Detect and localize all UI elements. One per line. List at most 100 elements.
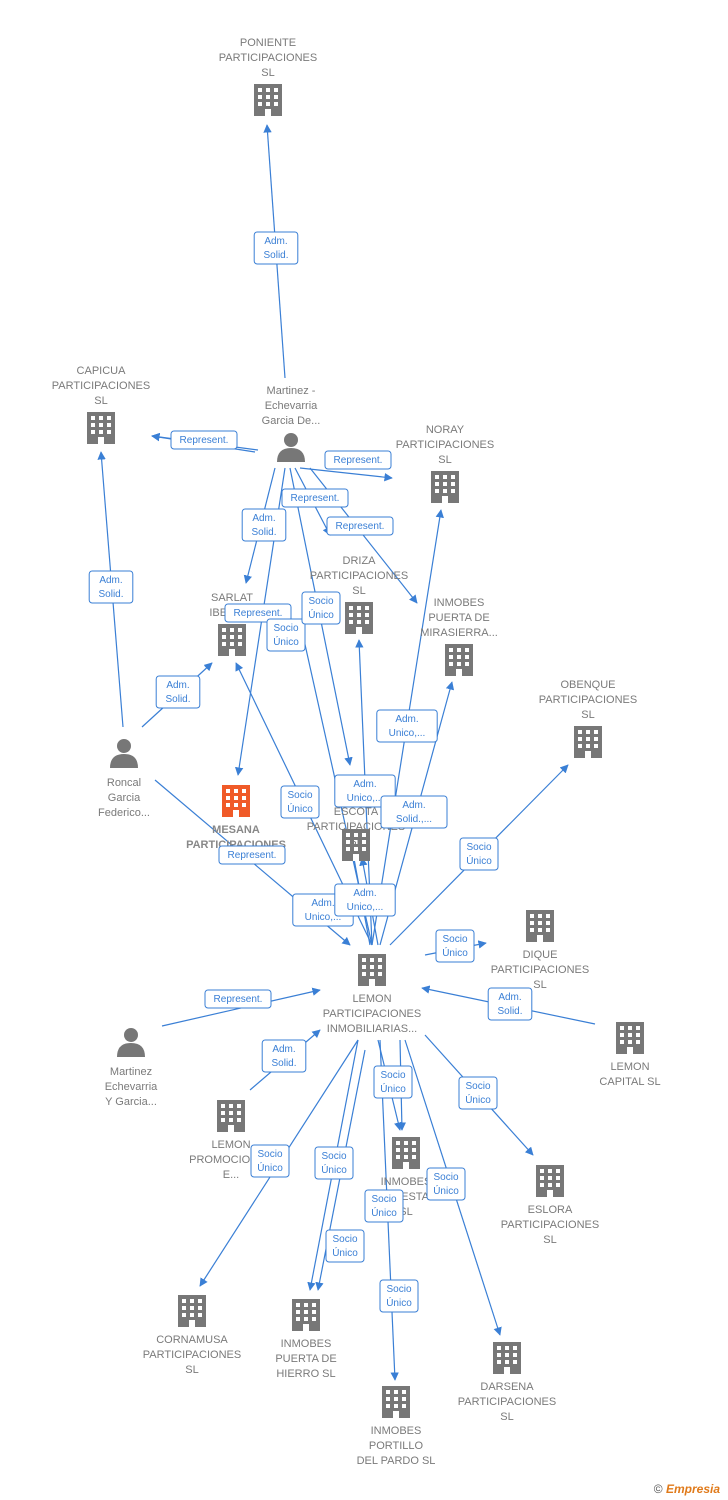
edge-label-box	[218, 845, 286, 865]
edge-role-label[interactable]: Represent.	[204, 989, 272, 1009]
edge-label-text: Solid.	[165, 694, 190, 705]
node-label: SL	[349, 836, 362, 848]
edge-label-text: Único	[380, 1082, 406, 1095]
building-icon[interactable]	[222, 785, 250, 817]
edge-role-label[interactable]: Adm.Solid.	[155, 675, 201, 709]
edge-role-label[interactable]: Represent.	[281, 488, 349, 508]
building-icon[interactable]	[217, 1100, 245, 1132]
building-icon[interactable]	[431, 471, 459, 503]
edge-label-text: Represent.	[291, 493, 340, 504]
edge-role-label[interactable]: Represent.	[224, 603, 292, 623]
edge-role-label[interactable]: Adm.Unico,...	[334, 883, 396, 917]
building-icon[interactable]	[178, 1295, 206, 1327]
edge-role-label[interactable]: Represent.	[218, 845, 286, 865]
edge-label-text: Solid.	[271, 1058, 296, 1069]
empresia-logo[interactable]: Empresia	[665, 1482, 720, 1496]
edge-label-text: Adm.	[395, 714, 418, 725]
edge-role-label[interactable]: Adm.Solid.	[253, 231, 299, 265]
edge-role-label[interactable]: Adm.Solid.	[88, 570, 134, 604]
person-icon[interactable]	[277, 433, 305, 462]
edge-role-label[interactable]: Adm.Solid.	[261, 1039, 307, 1073]
node-sarlat[interactable]: SARLATIBERIA...	[209, 592, 255, 656]
edge-role-label[interactable]: Adm.Solid.	[241, 508, 287, 542]
building-icon[interactable]	[526, 910, 554, 942]
edge-label-text: Único	[442, 946, 468, 959]
edge-role-label[interactable]: Adm.Unico,...	[334, 774, 396, 808]
building-icon[interactable]	[616, 1022, 644, 1054]
edge-label-box	[435, 929, 475, 963]
building-icon[interactable]	[218, 624, 246, 656]
edge-label-text: Único	[465, 1093, 491, 1106]
person-icon[interactable]	[110, 739, 138, 768]
node-label: DEL PARDO SL	[357, 1455, 436, 1467]
building-icon[interactable]	[392, 1137, 420, 1169]
edge-role-label[interactable]: Adm.Solid.,...	[380, 795, 448, 829]
edge-label-text: Unico,...	[305, 912, 342, 923]
building-icon[interactable]	[493, 1342, 521, 1374]
node-label: LEMON	[211, 1139, 250, 1151]
edge-label-text: Represent.	[334, 455, 383, 466]
edge-role-label[interactable]: Adm.Unico,...	[376, 709, 438, 743]
node-lemonpart[interactable]: LEMONPARTICIPACIONESINMOBILIARIAS...	[323, 954, 421, 1035]
building-icon[interactable]	[445, 644, 473, 676]
node-label: ESLORA	[528, 1204, 573, 1216]
node-label: E...	[223, 1169, 240, 1181]
node-label: INMOBES	[434, 597, 485, 609]
building-icon[interactable]	[382, 1386, 410, 1418]
building-icon[interactable]	[292, 1299, 320, 1331]
node-label: SARLAT	[211, 592, 253, 604]
building-icon[interactable]	[87, 412, 115, 444]
building-icon[interactable]	[254, 84, 282, 116]
node-label: SL	[261, 67, 274, 79]
copyright-icon: ©	[653, 1482, 663, 1496]
building-icon[interactable]	[574, 726, 602, 758]
node-label: PORTILLO	[369, 1440, 424, 1452]
edge-role-label[interactable]: Represent.	[170, 430, 238, 450]
edge-label-box	[241, 508, 287, 542]
edge-label-text: Único	[308, 608, 334, 621]
edge-label-box	[380, 795, 448, 829]
node-label: Garcia	[108, 792, 141, 804]
edge-role-label[interactable]: Represent.	[324, 450, 392, 470]
edge-role-label[interactable]: Represent.	[326, 516, 394, 536]
node-roncal[interactable]: RoncalGarciaFederico...	[98, 739, 150, 819]
node-label: LEMON	[352, 993, 391, 1005]
person-icon[interactable]	[117, 1028, 145, 1057]
edge-label-text: Único	[466, 854, 492, 867]
building-icon[interactable]	[358, 954, 386, 986]
building-icon[interactable]	[345, 602, 373, 634]
building-icon[interactable]	[536, 1165, 564, 1197]
edge-role-label[interactable]: Adm.Solid.	[487, 987, 533, 1021]
edge-label-text: Unico,...	[347, 793, 384, 804]
